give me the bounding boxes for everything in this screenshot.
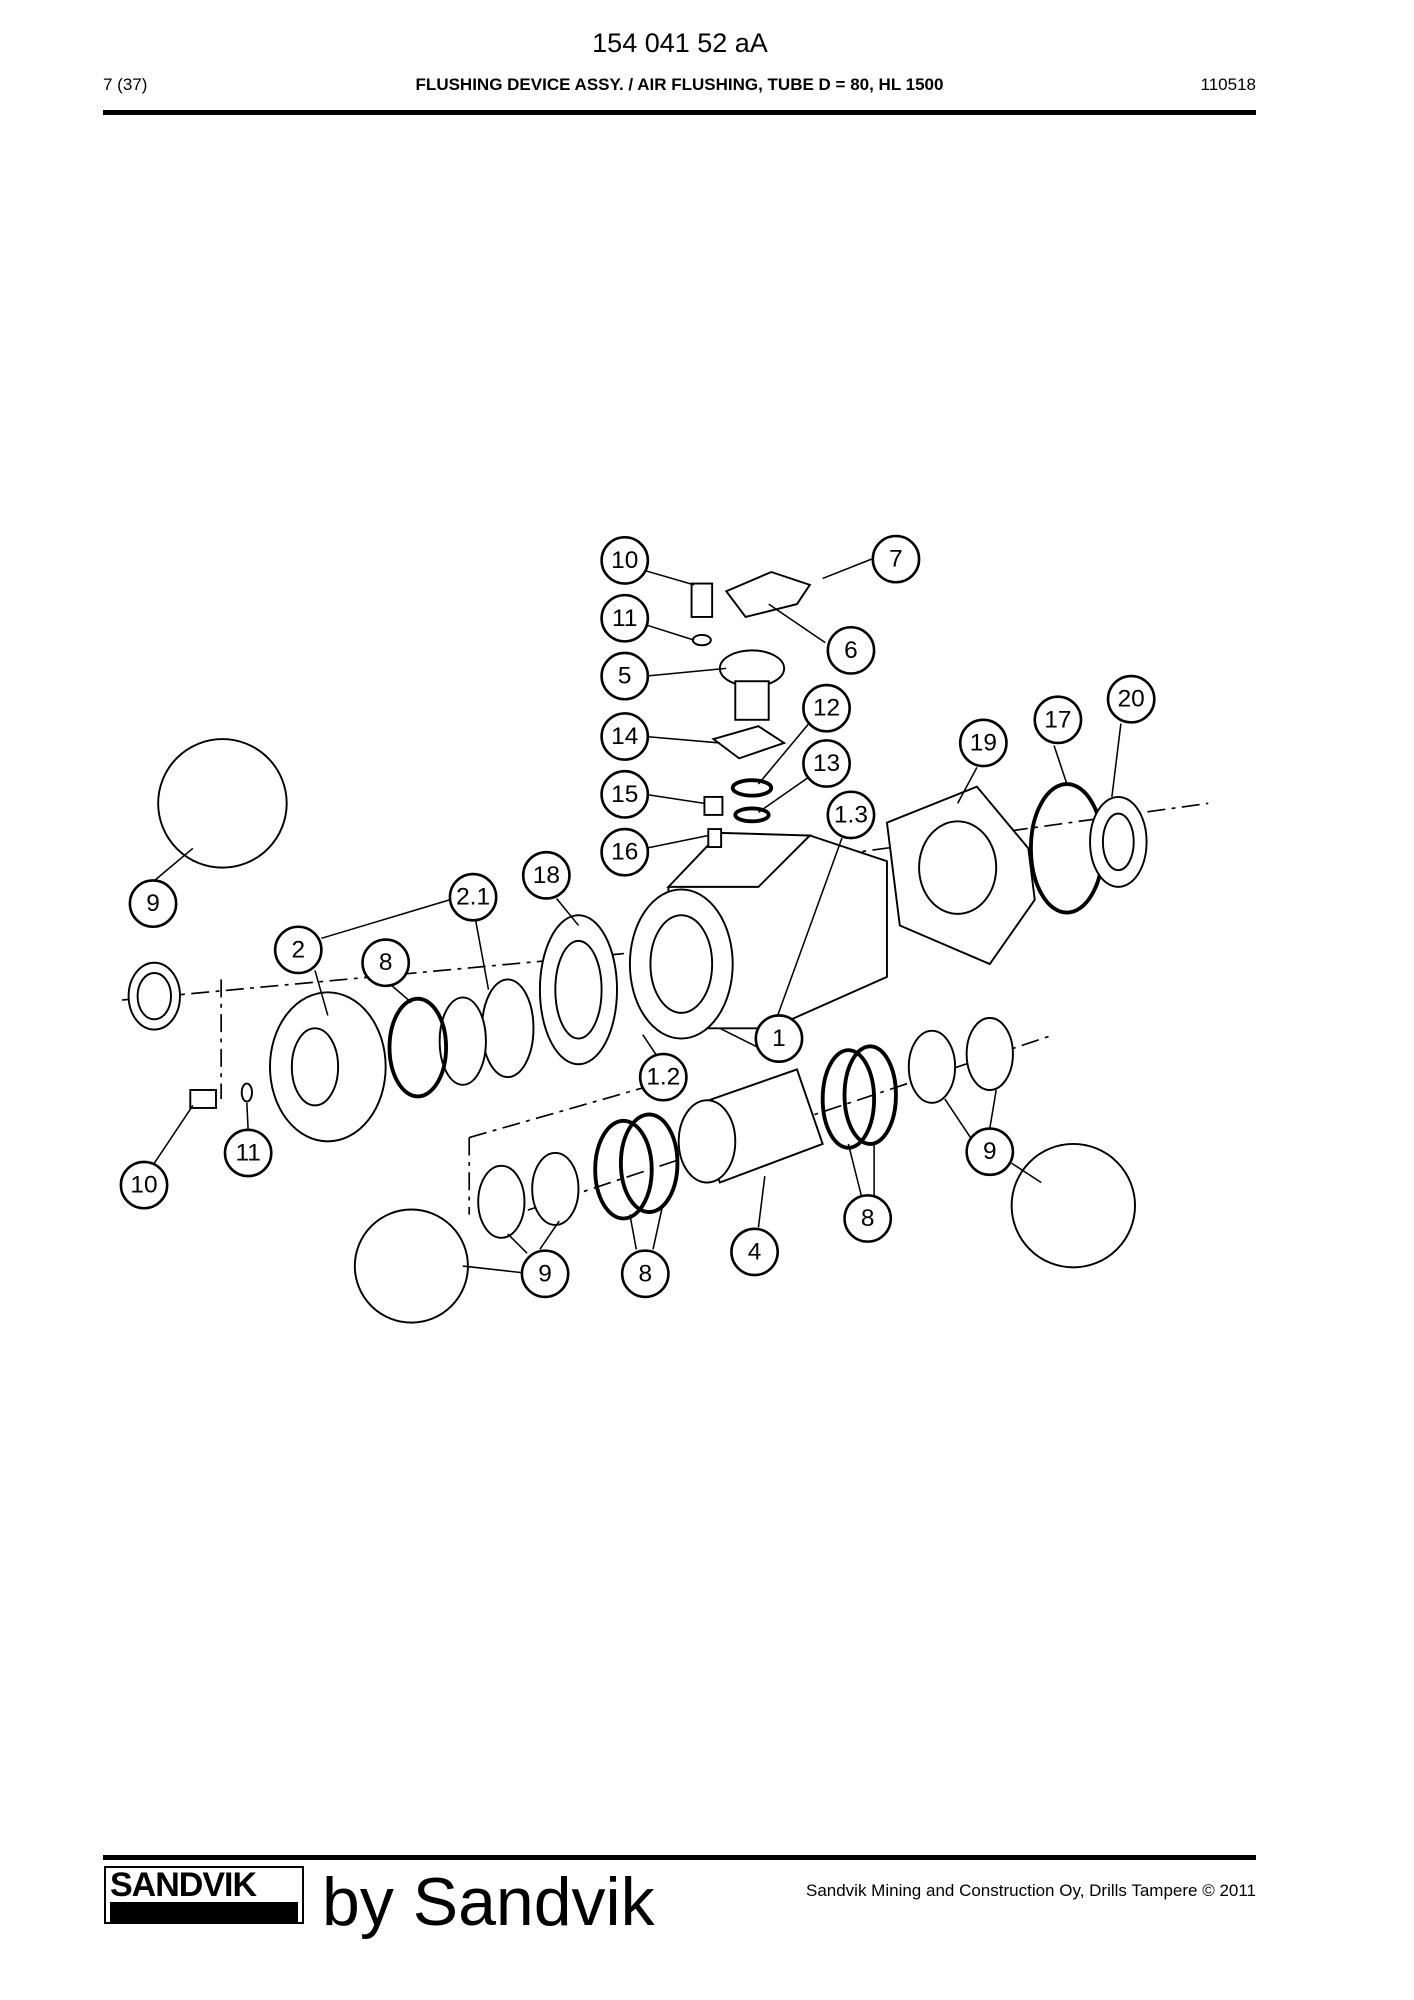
by-sandvik-watermark: by Sandvik [322,1864,655,1940]
callout-label: 19 [970,729,997,756]
callout-label: 4 [748,1238,762,1265]
callout-10: 10 [119,1160,169,1210]
callout-label: 5 [618,663,632,690]
callout-label: 17 [1044,706,1071,733]
callout-11: 11 [600,593,650,643]
callout-label: 15 [611,781,638,808]
callout-label: 11 [235,1139,260,1166]
callout-label: 16 [611,839,638,866]
callout-6: 6 [826,625,876,675]
callout-8: 8 [620,1249,670,1299]
callout-label: 12 [813,695,840,722]
copyright-text: Sandvik Mining and Construction Oy, Dril… [805,1881,1256,1900]
callout-label: 1.2 [646,1064,680,1091]
callout-1: 1 [754,1014,804,1063]
callout-label: 11 [612,605,637,632]
header-divider [103,110,1256,115]
callout-17: 17 [1033,695,1083,745]
callout-7: 7 [871,534,921,584]
footer-divider [103,1855,1256,1860]
callout-10: 10 [600,535,650,585]
leader-lines [152,558,1122,1274]
callout-label: 8 [861,1205,875,1232]
callout-label: 8 [639,1260,653,1287]
page-title: FLUSHING DEVICE ASSY. / AIR FLUSHING, TU… [415,75,944,94]
callout-label: 14 [611,723,638,750]
callout-label: 9 [146,890,160,917]
callout-13: 13 [802,739,851,788]
callout-9: 9 [520,1249,570,1299]
callout-15: 15 [600,769,650,819]
callout-14: 14 [600,712,650,761]
callout-label: 13 [813,750,840,777]
callout-8: 8 [361,938,411,988]
callout-2.1: 2.1 [448,872,498,922]
callout-5: 5 [600,651,650,701]
callout-20: 20 [1106,674,1156,724]
callout-1.3: 1.3 [826,790,876,840]
callout-18: 18 [521,850,571,900]
logo-text: SANDVIK [110,1866,257,1904]
page-header: 7 (37) FLUSHING DEVICE ASSY. / AIR FLUSH… [103,75,1256,99]
callout-8: 8 [843,1194,893,1243]
logo-bar [110,1902,298,1922]
callout-label: 10 [130,1172,157,1199]
callout-label: 1.3 [834,801,868,828]
callout-16: 16 [600,827,650,877]
callout-11: 11 [223,1128,273,1178]
callout-2: 2 [273,925,323,975]
callout-1.2: 1.2 [638,1052,688,1102]
callout-label: 20 [1118,686,1145,713]
callout-label: 7 [889,546,903,573]
callout-12: 12 [802,683,851,733]
callout-label: 10 [611,547,638,574]
sandvik-logo: SANDVIK [104,1866,304,1924]
callout-9: 9 [965,1127,1015,1177]
callout-9: 9 [128,879,178,929]
callout-label: 6 [844,637,858,664]
callout-label: 9 [538,1260,552,1287]
document-number: 154 041 52 aA [592,28,768,58]
callout-label: 18 [533,862,560,889]
date-code: 110518 [1200,75,1256,94]
callout-4: 4 [730,1227,779,1277]
callout-19: 19 [958,718,1008,768]
callout-label: 2.1 [456,884,490,911]
callout-label: 9 [983,1138,997,1165]
callout-label: 2 [291,936,305,963]
parts-drawing [122,570,1209,1324]
callout-label: 1 [772,1025,786,1052]
callout-label: 8 [379,949,393,976]
page-number: 7 (37) [103,75,148,94]
